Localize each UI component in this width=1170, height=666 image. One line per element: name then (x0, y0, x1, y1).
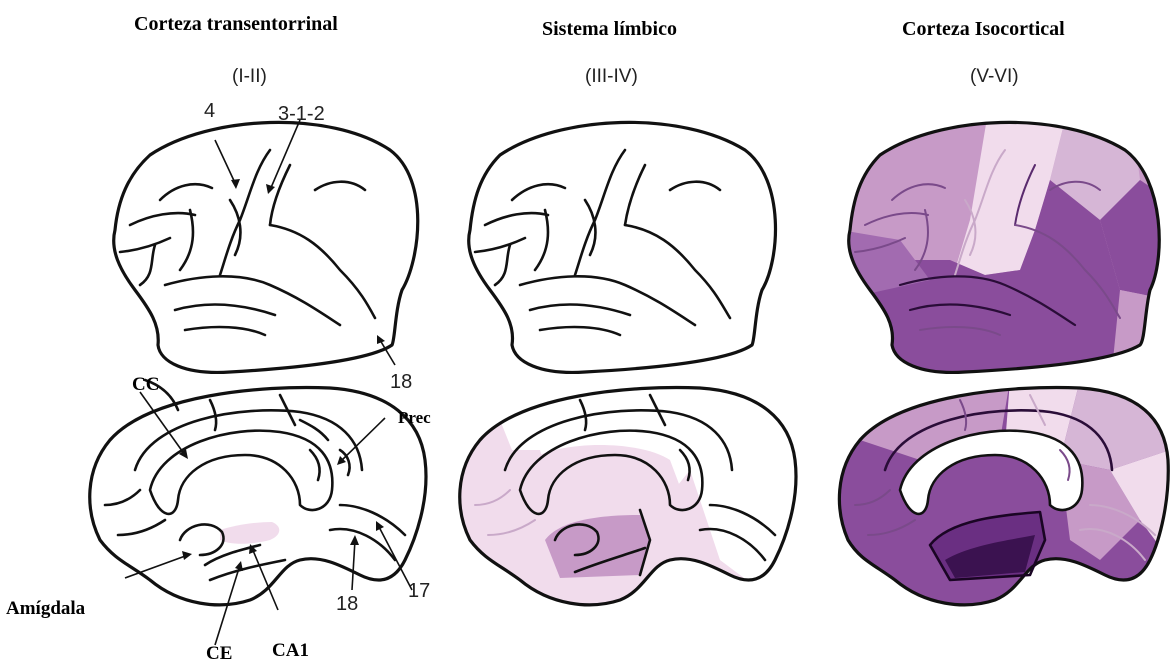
medial-brain-stage-3 (0, 0, 1170, 666)
